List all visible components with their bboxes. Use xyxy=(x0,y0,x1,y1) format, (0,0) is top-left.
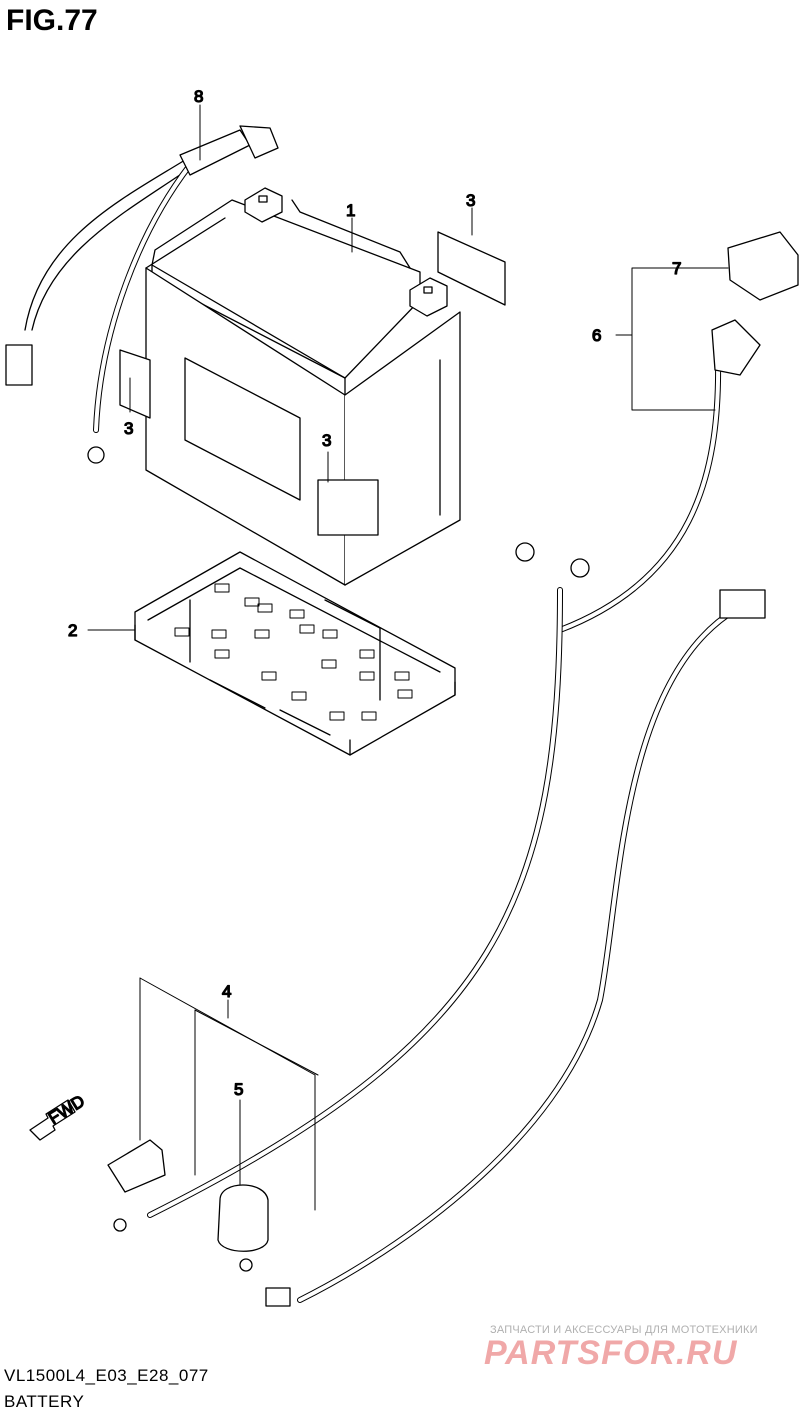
watermark-subtitle: ЗАПЧАСТИ И АКСЕССУАРЫ ДЛЯ МОТОТЕХНИКИ xyxy=(490,1324,758,1336)
callout-bracket xyxy=(631,267,726,411)
fwd-label: FWD xyxy=(45,1091,88,1128)
terminal-boot[interactable] xyxy=(107,1139,166,1193)
starter-cable[interactable] xyxy=(557,319,761,633)
callout-label: 3 xyxy=(322,431,331,450)
terminal-cover[interactable] xyxy=(217,1184,269,1252)
leader-lines xyxy=(87,104,729,1211)
wire-terminals xyxy=(113,542,590,1307)
battery-pad[interactable] xyxy=(317,479,379,536)
battery-lead-harness[interactable] xyxy=(5,125,279,464)
battery[interactable] xyxy=(145,187,461,586)
callout-label: 1 xyxy=(346,201,355,220)
callout-label: 3 xyxy=(466,191,475,210)
tray-slots xyxy=(174,583,413,721)
group-name: BATTERY xyxy=(4,1392,85,1411)
long-cable[interactable] xyxy=(147,587,563,1218)
callout-label: 2 xyxy=(68,621,77,640)
battery-pad[interactable] xyxy=(119,349,151,419)
callout-label: 3 xyxy=(124,419,133,438)
long-cable[interactable] xyxy=(297,589,766,1303)
callout-label: 7 xyxy=(672,259,681,278)
terminal-cap[interactable] xyxy=(727,231,799,301)
callout-label: 4 xyxy=(222,982,231,1001)
callout-label: 6 xyxy=(592,326,601,345)
battery-tray[interactable] xyxy=(134,551,456,756)
fwd-arrow-icon xyxy=(29,1099,76,1141)
model-code: VL1500L4_E03_E28_077 xyxy=(4,1366,209,1385)
watermark-brand: PARTSFOR.RU xyxy=(484,1334,738,1372)
callout-label: 8 xyxy=(194,87,203,106)
callout-label: 5 xyxy=(234,1080,243,1099)
figure-title: FIG.77 xyxy=(6,4,98,37)
battery-pad[interactable] xyxy=(437,231,506,306)
